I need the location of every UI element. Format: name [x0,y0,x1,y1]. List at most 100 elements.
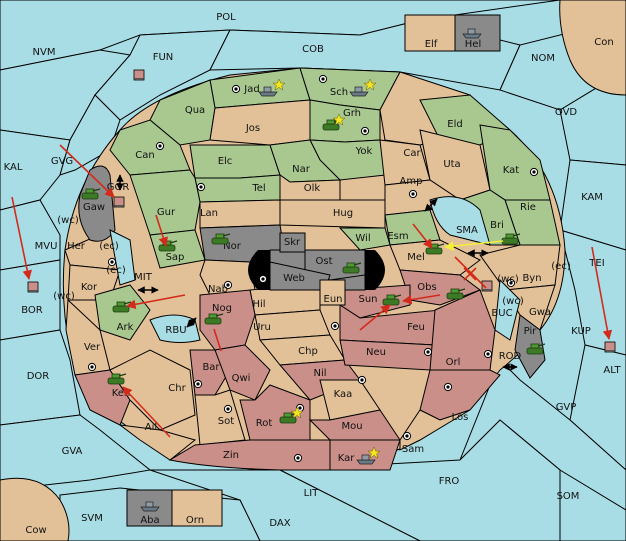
sea-lit[interactable] [149,469,421,541]
label-svm: SVM [81,513,103,524]
label-elc: Elc [218,156,233,167]
label-qwi: Qwi [232,373,251,384]
label-kat: Kat [503,165,520,176]
supply-center-icon [483,349,493,359]
coast-label: (wc) [497,274,519,285]
territory-orn[interactable] [171,489,223,527]
label-gor: GOR [107,182,130,193]
territory-olk[interactable] [279,174,341,201]
unit-gor[interactable] [113,196,125,208]
sea-mvu[interactable] [0,199,61,271]
support-order-arrow [444,240,504,251]
territory-ail[interactable] [118,424,197,461]
territory-eun[interactable] [319,279,346,306]
territory-hel[interactable] [454,14,501,52]
territory-qwi[interactable] [214,344,271,401]
unit-bor[interactable] [27,281,39,293]
label-ail: Ail [145,422,157,433]
move-order-arrow [402,294,441,305]
territory-tel[interactable] [194,174,281,203]
label-bar: Bar [202,362,220,373]
label-tel: Tel [251,183,265,194]
label-chp: Chp [298,346,318,357]
label-ovd: OVD [555,107,578,118]
territory-aba[interactable] [126,489,173,527]
label-kar: Kar [338,453,356,464]
label-rod: ROD [499,351,522,362]
label-car: Car [403,148,421,159]
label-sma: SMA [456,225,478,236]
label-gvp: GVP [556,402,577,413]
supply-center-icon [357,375,367,385]
sea-mit[interactable] [109,229,136,286]
label-buc: BUC [491,308,512,319]
label-los: Los [452,412,469,423]
sea-sma[interactable] [429,196,491,246]
label-neu: Neu [366,347,386,358]
label-sch: Sch [330,87,348,98]
territory-gaw[interactable] [78,165,116,242]
label-hel: Hel [465,39,481,50]
territory-elf[interactable] [404,14,456,52]
sea-kal[interactable] [0,129,71,211]
territory-cow[interactable] [0,477,70,541]
orders [11,144,613,438]
label-rie: Rie [520,202,536,213]
territory-labels: POL NVM FUN COB NOM OVD KAL GVG KAM MVU … [4,12,622,536]
label-gwa: Gwa [529,307,551,318]
label-lit: LIT [304,488,320,499]
fleet-unit-fun[interactable] [133,69,145,81]
label-eld: Eld [447,119,462,130]
coast-label: (wc) [53,291,75,302]
territory-neu[interactable] [339,339,436,371]
label-ost: Ost [315,256,332,267]
supply-center-icon [193,379,203,389]
label-grh: Grh [343,108,361,119]
label-yok: Yok [355,146,373,157]
sea-kam[interactable] [559,159,626,251]
move-order-arrow [213,328,222,352]
supply-center-icon [443,382,453,392]
label-sun: Sun [358,294,377,305]
label-cob: COB [302,44,324,55]
label-uru: Uru [253,322,271,333]
territory-con[interactable] [559,0,626,96]
territory-sam[interactable] [399,409,471,451]
territory-ark[interactable] [94,284,151,341]
sea-buc[interactable] [494,278,521,341]
label-orn: Orn [186,515,204,526]
label-fun: FUN [153,52,174,63]
label-pol: POL [216,12,236,23]
supply-center-icon [318,74,328,84]
label-lan: Lan [200,208,218,219]
label-feu: Feu [407,322,425,333]
label-pir: Pir [524,326,538,337]
label-gva: GVA [62,446,83,457]
label-nar: Nar [292,164,311,175]
territory-pir[interactable] [514,314,546,379]
label-olk: Olk [304,183,321,194]
label-mel: Mel [407,252,425,263]
territory-chr[interactable] [109,349,196,431]
move-order-arrow [155,214,168,247]
territory-elc[interactable] [189,144,281,179]
label-kor: Kor [81,282,98,293]
unit-alt[interactable] [604,341,616,353]
label-elf: Elf [425,39,438,50]
label-tei: TEI [588,258,604,269]
label-ark: Ark [117,322,134,333]
label-cow: Cow [25,525,46,536]
bidirectional-arrow [186,317,197,328]
label-aba: Aba [140,515,159,526]
sea-dor[interactable] [0,329,81,426]
label-nvm: NVM [33,47,56,58]
sea-fro[interactable] [278,419,561,541]
territory-sot[interactable] [194,389,246,446]
sea-bor[interactable] [0,259,61,341]
supply-center-icon [223,404,233,414]
label-alt: ALT [603,365,621,376]
label-uta: Uta [443,159,460,170]
label-gaw: Gaw [83,202,105,213]
territory-mou[interactable] [308,409,401,441]
coast-label: (wc) [57,215,79,226]
